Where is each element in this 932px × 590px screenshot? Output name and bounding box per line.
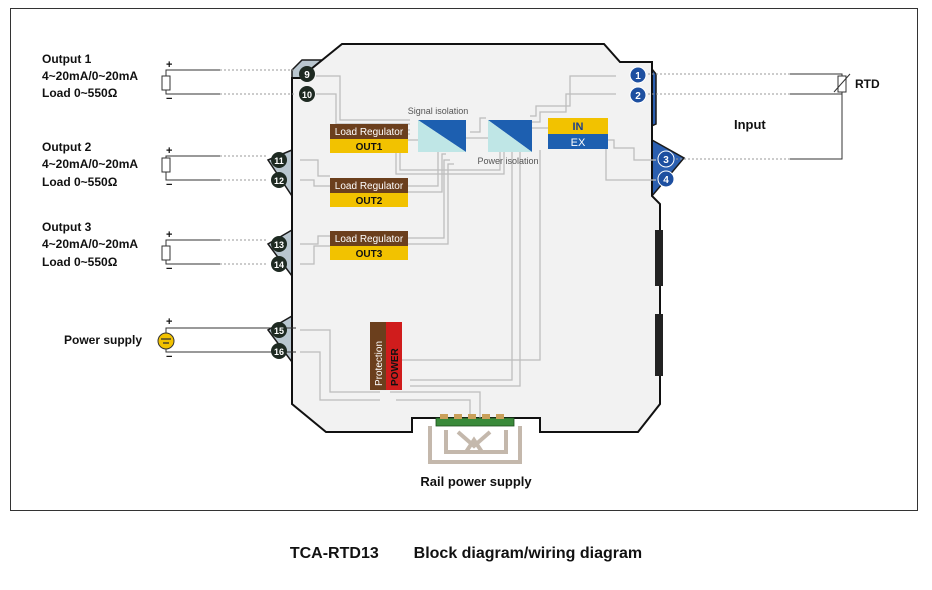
svg-text:9: 9 [304, 70, 310, 81]
protection-power-block: Protection POWER [370, 322, 402, 390]
terminal-13: 13 [271, 236, 287, 252]
dashed-wires-right [648, 73, 790, 160]
svg-text:4~20mA/0~20mA: 4~20mA/0~20mA [42, 157, 138, 171]
svg-text:Load Regulator: Load Regulator [335, 234, 404, 245]
svg-text:Load 0~550Ω: Load 0~550Ω [42, 175, 118, 189]
svg-text:+: + [166, 229, 172, 241]
terminal-10: 10 [299, 86, 315, 102]
output2-labels: Output 2 4~20mA/0~20mA Load 0~550Ω [42, 140, 138, 189]
svg-text:4: 4 [663, 175, 669, 186]
terminal-16: 16 [271, 343, 287, 359]
input-excitation-block: IN EX [548, 118, 608, 149]
svg-text:4~20mA/0~20mA: 4~20mA/0~20mA [42, 69, 138, 83]
svg-text:Load 0~550Ω: Load 0~550Ω [42, 255, 118, 269]
svg-text:Power isolation: Power isolation [477, 156, 538, 166]
terminal-3: 3 [657, 150, 675, 168]
output1-labels: Output 1 4~20mA/0~20mA Load 0~550Ω [42, 52, 138, 100]
svg-text:+: + [166, 316, 172, 328]
svg-text:−: − [166, 351, 172, 363]
rail-connector [428, 414, 522, 464]
svg-text:1: 1 [635, 71, 641, 82]
svg-text:OUT3: OUT3 [356, 249, 383, 260]
polarity-signs: + − + − + − + − [166, 59, 172, 363]
svg-text:14: 14 [274, 260, 284, 270]
svg-text:3: 3 [663, 155, 669, 166]
terminal-11: 11 [271, 152, 287, 168]
svg-text:2: 2 [635, 91, 641, 102]
power-source-icon [157, 332, 175, 350]
svg-text:Output 2: Output 2 [42, 140, 92, 154]
rail-power-label: Rail power supply [420, 474, 532, 489]
svg-text:11: 11 [274, 156, 284, 166]
load-regulator-out3: Load Regulator OUT3 [330, 231, 408, 260]
figure-caption: TCA-RTD13 Block diagram/wiring diagram [0, 545, 932, 563]
diagram-frame [10, 8, 918, 511]
svg-text:+: + [166, 145, 172, 157]
svg-text:−: − [166, 263, 172, 275]
svg-text:Load Regulator: Load Regulator [335, 181, 404, 192]
svg-text:16: 16 [274, 347, 284, 357]
output3-labels: Output 3 4~20mA/0~20mA Load 0~550Ω [42, 220, 138, 269]
svg-text:IN: IN [573, 121, 584, 133]
svg-text:13: 13 [274, 240, 284, 250]
model-name: TCA-RTD13 [289, 545, 379, 562]
load-regulator-out2: Load Regulator OUT2 [330, 178, 408, 207]
rtd-sensor-icon [833, 73, 851, 93]
load-resistors [161, 75, 171, 261]
terminal-9: 9 [299, 66, 315, 82]
power-supply-label: Power supply [64, 333, 142, 347]
svg-text:OUT2: OUT2 [356, 196, 383, 207]
terminal-2: 2 [629, 86, 647, 104]
rtd-wiring [790, 73, 843, 160]
svg-text:EX: EX [571, 137, 586, 149]
svg-text:Load 0~550Ω: Load 0~550Ω [42, 86, 118, 100]
rtd-label: RTD [855, 77, 880, 91]
svg-text:10: 10 [302, 90, 312, 100]
terminal-4: 4 [657, 170, 675, 188]
svg-text:OUT1: OUT1 [356, 142, 383, 153]
svg-text:POWER: POWER [390, 347, 401, 386]
svg-text:Output 3: Output 3 [42, 220, 92, 234]
terminal-15: 15 [271, 322, 287, 338]
external-wires-left [165, 69, 296, 353]
power-isolator: Power isolation [477, 120, 539, 166]
svg-text:12: 12 [274, 176, 284, 186]
dashed-wires-left [220, 69, 296, 265]
side-clip [655, 230, 663, 286]
terminal-14: 14 [271, 256, 287, 272]
svg-text:15: 15 [274, 326, 284, 336]
terminal-12: 12 [271, 172, 287, 188]
svg-text:Protection: Protection [374, 341, 385, 386]
svg-text:−: − [166, 179, 172, 191]
caption-title: Block diagram/wiring diagram [413, 545, 643, 562]
terminal-1: 1 [629, 66, 647, 84]
svg-text:Signal isolation: Signal isolation [408, 106, 469, 116]
svg-text:Load Regulator: Load Regulator [335, 127, 404, 138]
svg-text:Output 1: Output 1 [42, 52, 92, 66]
svg-text:−: − [166, 93, 172, 105]
input-label: Input [734, 117, 766, 132]
svg-text:4~20mA/0~20mA: 4~20mA/0~20mA [42, 237, 138, 251]
load-regulator-out1: Load Regulator OUT1 [330, 124, 408, 153]
signal-isolator: Signal isolation [408, 106, 469, 152]
svg-text:+: + [166, 59, 172, 71]
side-clip [655, 314, 663, 376]
